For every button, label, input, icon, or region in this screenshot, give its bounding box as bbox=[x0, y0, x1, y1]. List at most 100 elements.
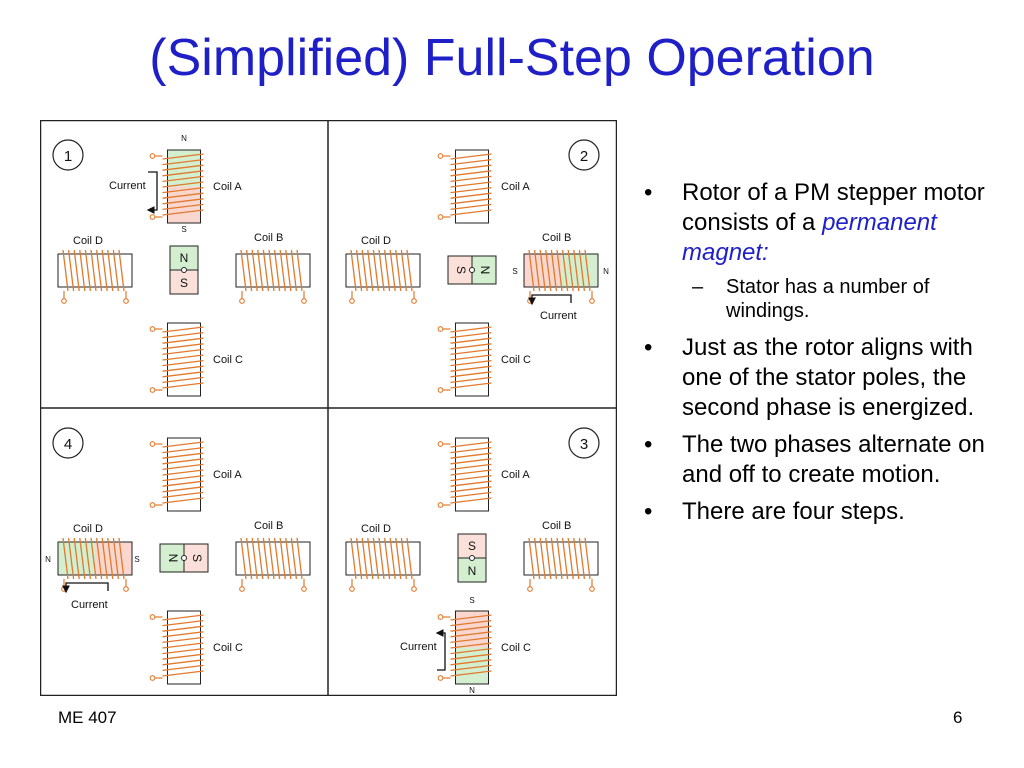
coil-c bbox=[149, 322, 204, 397]
sub-bullet-text: Stator has a number of windings. bbox=[726, 276, 930, 322]
coil-c-winding bbox=[450, 359, 492, 367]
coil-a-winding bbox=[450, 198, 492, 205]
coil-c-terminal bbox=[437, 387, 444, 393]
coil-c-winding bbox=[450, 614, 492, 621]
coil-a-winding bbox=[450, 486, 492, 493]
sub-bullet-item: – Stator has a number of windings. bbox=[640, 275, 1010, 323]
pole-s-label: S bbox=[181, 225, 186, 234]
coil-d-winding bbox=[400, 537, 408, 580]
pole-n-label: N bbox=[603, 267, 609, 276]
coil-a-label: Coil A bbox=[501, 181, 530, 193]
coil-b-winding bbox=[251, 249, 258, 292]
coil-d-terminal bbox=[123, 298, 129, 304]
coil-d-winding bbox=[372, 537, 380, 580]
coil-d-label: Coil D bbox=[73, 523, 103, 535]
coil-c-winding bbox=[162, 359, 204, 367]
coil-d-winding bbox=[67, 249, 75, 292]
coil-b-winding bbox=[279, 537, 286, 580]
coil-c-winding bbox=[162, 331, 204, 339]
coil-b-winding bbox=[556, 537, 563, 580]
coil-d-winding bbox=[73, 537, 80, 580]
coil-a-winding bbox=[450, 463, 492, 471]
coil-b-winding bbox=[573, 537, 580, 580]
coil-b-winding bbox=[251, 537, 258, 580]
coil-c-terminal bbox=[437, 675, 444, 681]
coil-b-winding bbox=[550, 537, 558, 580]
coil-a-winding bbox=[450, 164, 492, 171]
coil-d-winding bbox=[73, 249, 80, 292]
coil-c-winding bbox=[450, 659, 492, 666]
coil-d bbox=[57, 537, 133, 592]
coil-d-terminal bbox=[123, 586, 129, 592]
step-number-circle bbox=[52, 139, 84, 171]
current-arrow bbox=[62, 582, 109, 594]
coil-d-label: Coil D bbox=[361, 235, 391, 247]
coil-d-winding bbox=[62, 249, 69, 292]
coil-b-winding bbox=[545, 537, 552, 580]
coil-d-terminal bbox=[349, 586, 355, 592]
current-label: Current bbox=[400, 641, 437, 653]
rotor-magnet-pole-text: N bbox=[180, 251, 189, 265]
current-label: Current bbox=[540, 310, 577, 322]
coil-c-terminal bbox=[437, 326, 444, 332]
coil-d-winding bbox=[107, 249, 114, 292]
coil-d-winding bbox=[367, 249, 374, 292]
coil-b bbox=[523, 537, 599, 592]
coil-a-winding bbox=[162, 497, 204, 504]
coil-d-winding bbox=[355, 537, 363, 580]
coil-d-winding bbox=[400, 249, 408, 292]
current-arrow bbox=[146, 171, 158, 214]
rotor-magnet-pole-text: S bbox=[454, 266, 468, 274]
coil-c-winding bbox=[450, 619, 492, 627]
coil-c-winding bbox=[162, 354, 204, 361]
coil-b bbox=[235, 537, 311, 592]
coil-b-winding bbox=[556, 249, 563, 292]
coil-a-terminal bbox=[149, 441, 156, 447]
coil-d-winding bbox=[383, 249, 391, 292]
coil-d-winding bbox=[355, 249, 363, 292]
coil-a-winding bbox=[162, 164, 204, 171]
sub-bullet-dash: – bbox=[692, 276, 704, 298]
coil-a-winding bbox=[450, 181, 492, 188]
rotor-magnet-pole-text: N bbox=[166, 554, 180, 563]
coil-d-winding bbox=[107, 537, 114, 580]
footer-course: ME 407 bbox=[58, 708, 117, 727]
coil-b bbox=[523, 249, 599, 304]
coil-b-winding bbox=[528, 249, 535, 292]
coil-b-winding bbox=[296, 249, 303, 292]
coil-c-winding bbox=[450, 348, 492, 356]
coil-a-winding bbox=[162, 486, 204, 493]
step-number-circle bbox=[52, 427, 84, 459]
current-label: Current bbox=[109, 180, 146, 192]
coil-c-winding bbox=[162, 659, 204, 666]
coil-c-winding bbox=[450, 631, 492, 638]
coil-d-winding bbox=[378, 537, 385, 580]
coil-a-terminal bbox=[437, 153, 444, 159]
coil-a-winding bbox=[162, 441, 204, 448]
coil-a-terminal bbox=[437, 214, 444, 220]
coil-b-winding bbox=[578, 249, 586, 292]
coil-d-terminal bbox=[61, 298, 67, 304]
coil-d-terminal bbox=[349, 298, 355, 304]
coil-c-pole-half bbox=[455, 647, 489, 684]
coil-c-winding bbox=[162, 614, 204, 621]
coil-d-winding bbox=[378, 249, 385, 292]
coil-c-winding bbox=[450, 625, 492, 632]
bullet-dot: • bbox=[644, 179, 653, 206]
coil-a-winding bbox=[162, 153, 204, 160]
coil-a bbox=[149, 149, 204, 224]
pole-s-label: S bbox=[469, 596, 474, 605]
coil-b-winding bbox=[257, 537, 264, 580]
coil-a-winding bbox=[162, 181, 204, 188]
coil-b-terminal bbox=[301, 586, 307, 592]
rotor-magnet-half bbox=[169, 245, 199, 271]
rotor-magnet-axle bbox=[181, 267, 187, 273]
coil-c-winding bbox=[450, 337, 492, 344]
rotor-magnet-pole-text: S bbox=[190, 554, 204, 562]
bullet-dot: • bbox=[644, 431, 653, 458]
rotor-magnet-axle bbox=[181, 555, 187, 561]
bullet-text: The two phases alternate on and off to c… bbox=[682, 431, 985, 488]
coil-a-winding bbox=[162, 474, 204, 482]
